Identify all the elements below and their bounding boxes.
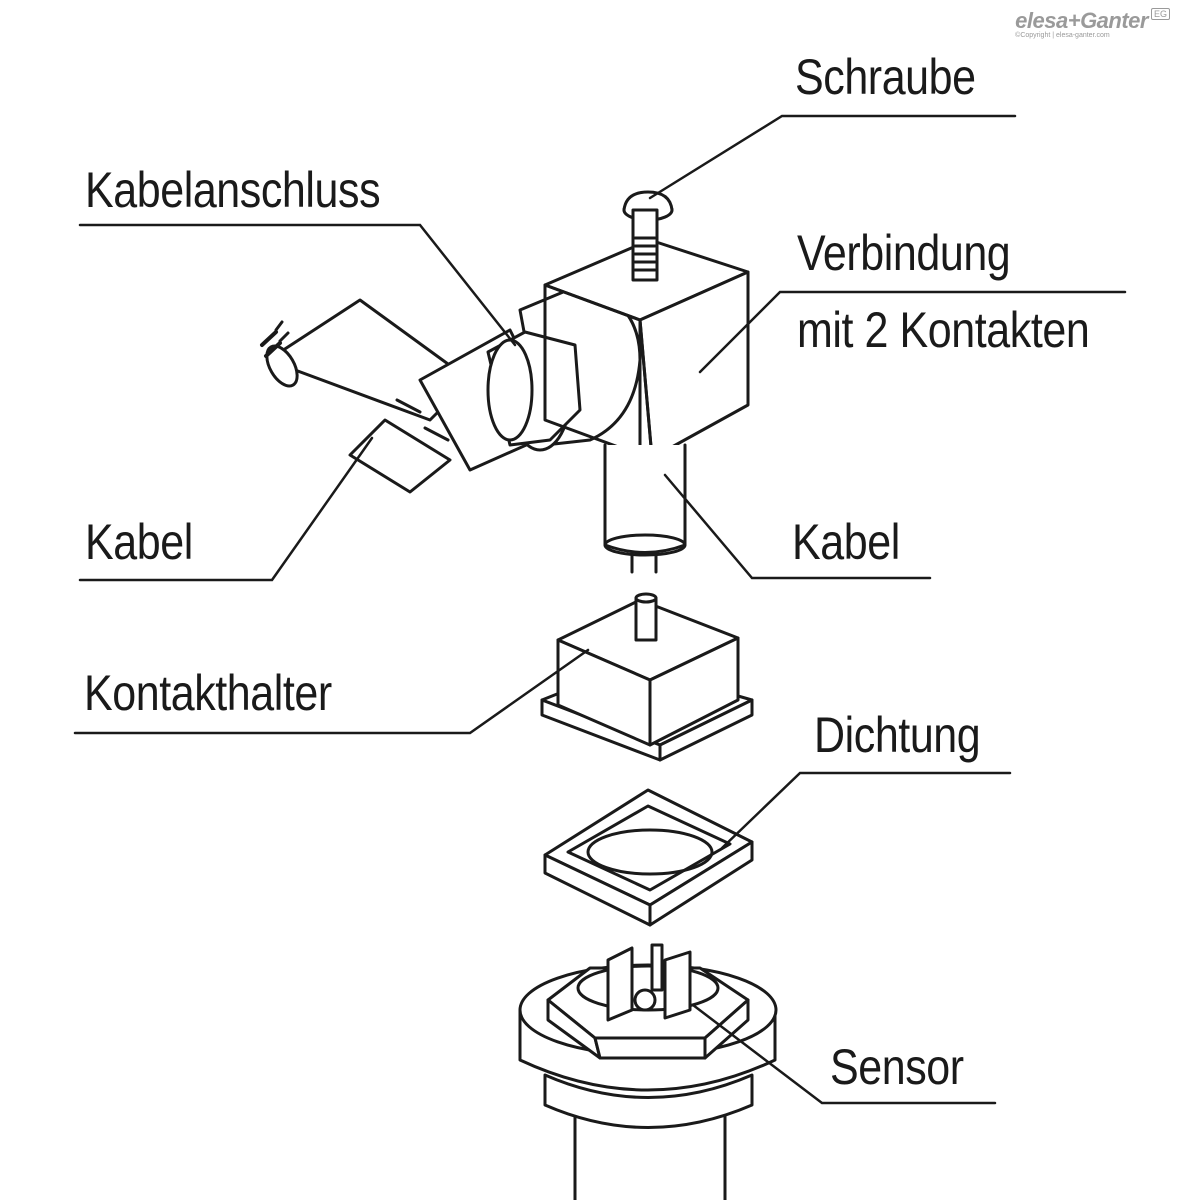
leader-sensor xyxy=(693,1005,995,1103)
sensor xyxy=(520,945,776,1200)
label-kabelanschluss: Kabelanschluss xyxy=(85,162,381,218)
seal xyxy=(545,790,752,925)
contact-holder xyxy=(542,594,752,760)
leader-kontakthalter xyxy=(75,650,588,733)
label-verbindung-line2: mit 2 Kontakten xyxy=(797,302,1090,358)
label-schraube: Schraube xyxy=(795,49,976,105)
brand-badge: EG xyxy=(1150,8,1170,20)
brand-copyright: ©Copyright | elesa-ganter.com xyxy=(1015,32,1110,39)
label-dichtung: Dichtung xyxy=(814,707,981,763)
brand-name: elesa+Ganter xyxy=(1015,8,1148,33)
leader-kabel-left xyxy=(80,438,372,580)
label-sensor: Sensor xyxy=(830,1039,964,1095)
label-kabel-right: Kabel xyxy=(792,514,900,570)
label-kontakthalter: Kontakthalter xyxy=(84,665,332,721)
leader-dichtung xyxy=(722,773,1010,848)
label-kabel-left: Kabel xyxy=(85,514,193,570)
label-verbindung-line1: Verbindung xyxy=(797,225,1011,281)
screw xyxy=(624,192,672,280)
leader-verbindung xyxy=(700,292,1125,372)
leader-schraube xyxy=(650,116,1015,198)
leader-kabel-right xyxy=(665,475,930,578)
leader-kabelanschluss xyxy=(80,225,515,345)
